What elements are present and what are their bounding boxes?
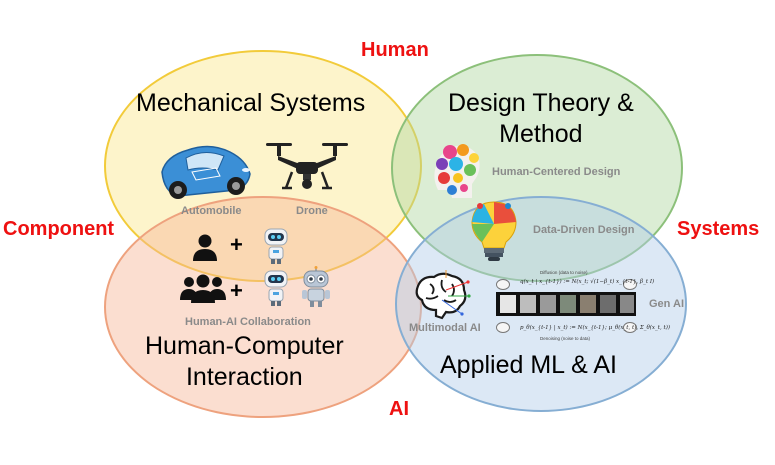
multimodal-ai-label: Multimodal AI [409, 322, 481, 334]
axis-label-systems: Systems [677, 218, 760, 240]
plus-sign-1: + [230, 232, 243, 257]
human-centered-design-label: Human-Centered Design [492, 166, 621, 178]
human-ai-collaboration-label: Human-AI Collaboration [185, 316, 311, 328]
drone-icon [266, 143, 348, 190]
group-icon [180, 274, 226, 303]
robot-icon [264, 270, 288, 306]
design-theory-title: Design Theory & Method [448, 88, 634, 150]
design-theory-title-line2: Method [499, 120, 583, 148]
hci-title-line1: Human-Computer [145, 332, 344, 360]
axis-label-human: Human [361, 39, 429, 61]
car-icon [161, 145, 251, 199]
hci-title-line2: Interaction [185, 363, 303, 391]
brain-icon [415, 270, 471, 320]
data-driven-design-label: Data-Driven Design [533, 224, 635, 236]
diffusion-forward-label: Diffusion (data to noise) [540, 270, 588, 275]
hci-title: Human-Computer Interaction [145, 331, 344, 393]
person-icon [193, 234, 217, 261]
diffusion-node-start-bottom [496, 322, 510, 333]
drone-label: Drone [296, 205, 328, 217]
gen-ai-label: Gen AI [649, 298, 685, 310]
diffusion-reverse-label: Denoising (noise to data) [540, 336, 591, 341]
diffusion-node-start [496, 279, 510, 290]
colorful-head-icon [434, 144, 480, 198]
robot-icon [302, 266, 330, 307]
mechanical-systems-title: Mechanical Systems [136, 89, 366, 117]
diffusion-reverse-formula: p_θ(x_{t-1} | x_t) := N(x_{t-1}; μ_θ(x_t… [520, 325, 670, 331]
axis-label-ai: AI [389, 398, 409, 420]
axis-label-component: Component [3, 218, 115, 240]
plus-sign-2: + [230, 278, 243, 303]
diffusion-image-strip [496, 292, 636, 316]
automobile-label: Automobile [181, 205, 242, 217]
diffusion-forward-formula: q(x_t | x_{t-1}) := N(x_t; √(1−β_t) x_{t… [520, 279, 655, 285]
design-theory-title-line1: Design Theory & [448, 89, 634, 117]
diffusion-node-end-bottom [623, 322, 637, 333]
lightbulb-icon [471, 201, 517, 261]
applied-ml-title: Applied ML & AI [440, 351, 617, 379]
hci-circle [104, 196, 422, 418]
robot-icon [264, 228, 288, 264]
diffusion-node-end [623, 279, 637, 290]
